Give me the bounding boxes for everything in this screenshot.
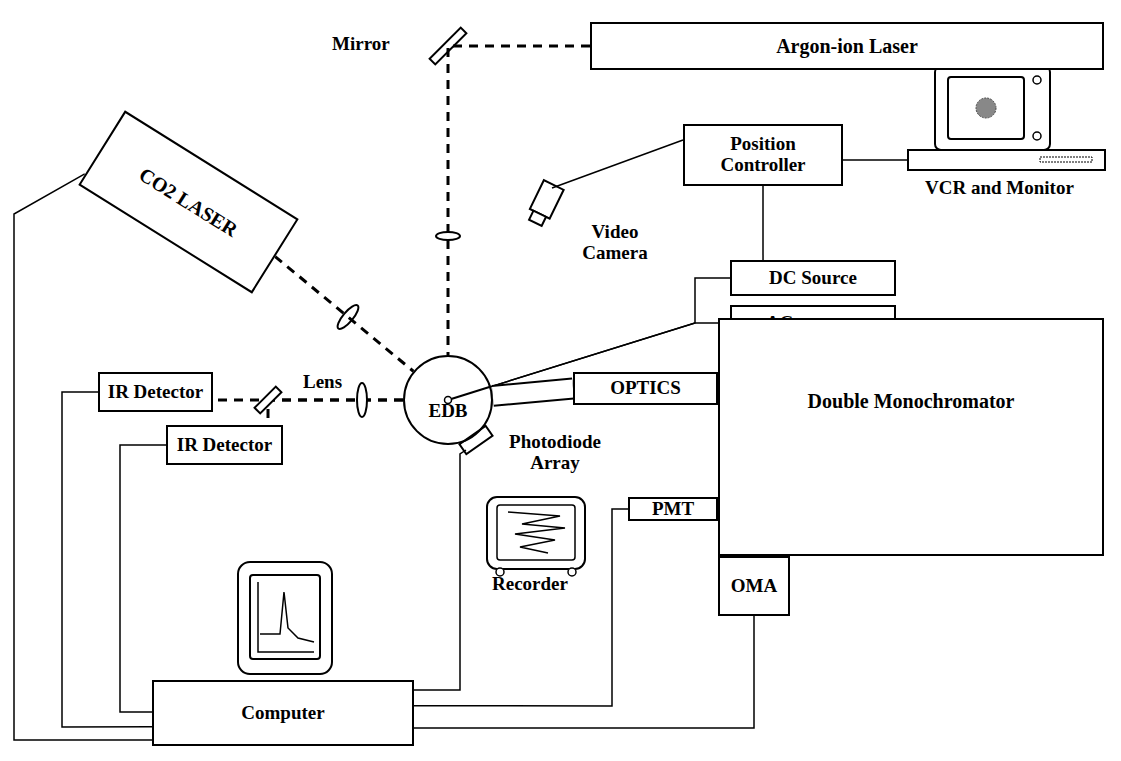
detector-box: IR Detector	[98, 372, 213, 412]
trap-circle: EDB	[403, 355, 493, 445]
laser-box: CO2 LASER	[78, 110, 298, 293]
computer-monitor	[238, 562, 332, 674]
connector-line	[120, 445, 166, 712]
node-text: EDB	[428, 401, 467, 422]
signal-wire	[491, 278, 730, 387]
connector-line	[268, 400, 403, 425]
signal-wire	[763, 186, 764, 260]
vcr-wire	[843, 159, 908, 161]
node-text: DC Source	[769, 268, 857, 289]
controller-box: Position Controller	[683, 124, 843, 186]
electrode-wire	[448, 387, 491, 401]
signal-wire	[414, 616, 754, 728]
laser-beam	[448, 46, 590, 355]
part-label: Mirror	[332, 34, 390, 55]
monochromator-box: Double Monochromator	[718, 318, 1104, 556]
node-text: PMT	[652, 499, 694, 520]
laser-beam	[275, 256, 413, 371]
part-label: Video Camera	[570, 222, 660, 264]
laser-beam	[268, 400, 403, 425]
signal-wire	[120, 445, 166, 712]
part-label: VCR and Monitor	[925, 178, 1074, 199]
part-label: Lens	[303, 372, 342, 393]
photodiode-array	[459, 426, 492, 454]
signal-wire	[14, 174, 152, 740]
chart-recorder	[487, 497, 585, 576]
node-text: IR Detector	[177, 435, 272, 456]
part-label: Photodiode Array	[505, 432, 605, 474]
optical-tube	[493, 389, 573, 396]
connector-line	[414, 616, 754, 728]
video-camera	[525, 180, 563, 227]
lens-symbol	[335, 302, 362, 331]
lens-symbol	[436, 232, 460, 240]
node-text: Position Controller	[690, 134, 836, 176]
part-label: Recorder	[492, 574, 568, 595]
node-text: OPTICS	[610, 378, 681, 399]
connector-line	[762, 186, 764, 260]
connector-line	[14, 174, 152, 740]
analyzer-box: OMA	[718, 556, 790, 616]
lens-symbol	[357, 383, 367, 417]
connector-line	[493, 389, 573, 396]
detector-box: IR Detector	[166, 425, 283, 465]
signal-wire	[414, 450, 466, 690]
connector-line	[491, 278, 730, 387]
node-text: IR Detector	[108, 382, 203, 403]
detector-box: PMT	[628, 497, 718, 521]
tube-inner	[493, 389, 573, 396]
connector-line	[275, 256, 413, 371]
beam-splitter	[255, 387, 282, 414]
node-text: Computer	[241, 703, 324, 724]
signal-wire	[414, 509, 628, 706]
monitor-vcr	[908, 66, 1105, 170]
node-text: OMA	[731, 576, 777, 597]
node-text: Double Monochromator	[808, 390, 1015, 412]
laser-box: Argon-ion Laser	[590, 22, 1104, 70]
laser-beam	[213, 400, 403, 401]
computer-box: Computer	[152, 680, 414, 746]
source-box: DC Source	[730, 260, 896, 296]
connector-line	[414, 509, 628, 706]
optics-box: OPTICS	[573, 372, 718, 405]
connector-line	[213, 399, 403, 402]
node-text: Argon-ion Laser	[776, 35, 918, 57]
signal-wire	[62, 392, 152, 727]
node-text: CO2 LASER	[135, 163, 241, 241]
connector-line	[448, 46, 590, 355]
connector-line	[62, 392, 152, 727]
camera-wire	[552, 140, 683, 188]
